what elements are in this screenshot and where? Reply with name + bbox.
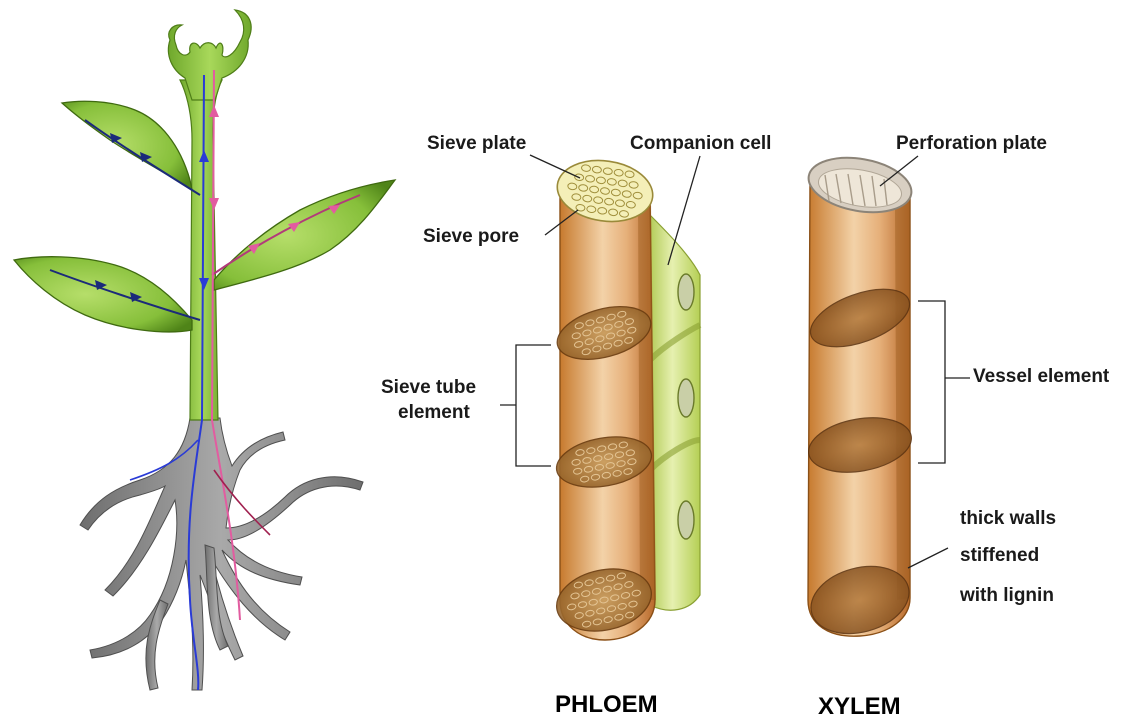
phloem-illustration (551, 155, 700, 640)
bracket-sieve-tube (500, 345, 551, 466)
label-thick-walls-1: thick walls (960, 508, 1056, 529)
label-perforation-plate: Perforation plate (896, 133, 1047, 154)
label-sieve-pore: Sieve pore (423, 226, 519, 247)
label-thick-walls-2: stiffened (960, 545, 1039, 566)
shoot-tip (168, 10, 251, 100)
nucleus-2 (678, 379, 694, 417)
nucleus-1 (678, 274, 694, 310)
nucleus-3 (678, 501, 694, 539)
leader-companion-cell (668, 156, 700, 265)
leaf-lower-left (14, 257, 192, 332)
plant-illustration (14, 10, 395, 690)
xylem-illustration (803, 150, 917, 643)
vessel-side-shade (895, 200, 910, 600)
label-sieve-tube-1: Sieve tube (381, 377, 476, 398)
label-vessel-element: Vessel element (973, 366, 1110, 387)
leaf-right (214, 180, 395, 290)
stem (180, 80, 222, 420)
label-sieve-tube-2: element (398, 402, 470, 423)
roots (80, 418, 363, 690)
labels: Sieve plate Companion cell Sieve pore Si… (381, 133, 1110, 719)
leader-thick-walls (908, 548, 948, 568)
label-sieve-plate: Sieve plate (427, 133, 526, 154)
title-xylem: XYLEM (818, 693, 901, 719)
title-phloem: PHLOEM (555, 691, 658, 718)
bracket-vessel-element (918, 301, 970, 463)
label-companion-cell: Companion cell (630, 133, 771, 154)
label-thick-walls-3: with lignin (959, 585, 1054, 606)
